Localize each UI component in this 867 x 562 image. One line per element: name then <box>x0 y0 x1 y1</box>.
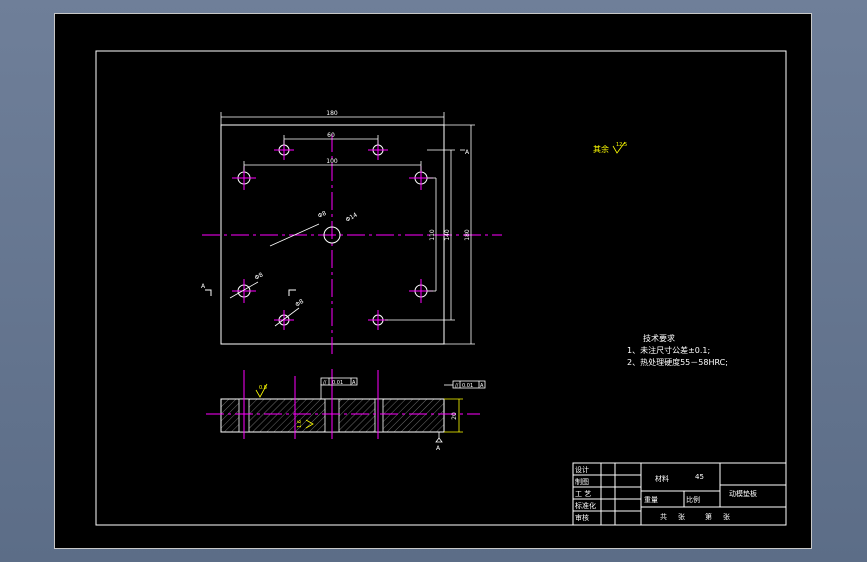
thickness-dimension <box>444 398 463 433</box>
dim-dia-center: Φ14 <box>345 211 359 223</box>
tb-scale: 比例 <box>686 495 700 504</box>
tech-title: 技术要求 <box>643 333 675 343</box>
section-view: 20 A // 0.01 A // 0.01 A <box>206 369 486 452</box>
gdt-frame-2: // 0.01 A <box>444 380 486 389</box>
tb-sheet-unit: 张 <box>678 512 685 521</box>
svg-text:A: A <box>480 383 484 389</box>
tb-draw: 制图 <box>575 477 589 486</box>
gdt-frame-1: // 0.01 A <box>320 377 358 399</box>
dim-top-width: 180 <box>326 110 338 117</box>
roughness-side-value: 0.8 <box>259 385 267 391</box>
datum-symbol <box>435 432 443 443</box>
svg-text:A: A <box>352 380 356 386</box>
tb-weight: 重量 <box>644 496 658 504</box>
dim-inner-height-1: 140 <box>444 229 451 241</box>
dim-dia-hole-b: Φ8 <box>254 271 265 281</box>
svg-text://: // <box>455 383 459 389</box>
tb-design: 设计 <box>575 465 589 474</box>
title-block: 设计 制图 工 艺 标准化 审核 材料 45 重量 比例 共 张 第 张 动模垫… <box>572 462 787 526</box>
roughness-mid-value: 1.6 <box>297 420 303 428</box>
drawing-canvas[interactable]: 180 60 100 180 140 110 Φ14 Φ8 Φ8 Φ8 A A <box>55 14 813 550</box>
svg-text://: // <box>323 380 327 386</box>
svg-text:0.01: 0.01 <box>462 383 473 389</box>
section-centerlines <box>206 369 480 439</box>
roughness-side-symbol <box>255 383 268 398</box>
sheet-frame <box>95 50 787 526</box>
tb-review: 审核 <box>575 513 589 522</box>
section-label-right: A <box>465 149 470 156</box>
tb-part-name: 动模垫板 <box>729 489 757 498</box>
roughness-mid-symbol <box>305 419 314 429</box>
tb-page: 第 <box>705 512 712 521</box>
center-hole <box>323 226 341 244</box>
dim-hole-span-top: 60 <box>327 132 335 139</box>
tb-page-unit: 张 <box>723 512 730 521</box>
tb-material-label: 材料 <box>655 474 669 483</box>
dim-hole-span-mid: 100 <box>326 158 338 165</box>
dimension-lines <box>220 112 475 345</box>
dim-thickness: 20 <box>451 412 458 420</box>
plan-view: 180 60 100 180 140 110 Φ14 Φ8 Φ8 Φ8 A A <box>201 110 502 354</box>
dim-right-height: 180 <box>464 229 471 241</box>
tech-line-2: 2、热处理硬度55－58HRC; <box>627 357 728 367</box>
roughness-rest-note: 其余 12.5 <box>593 141 627 154</box>
tb-standard: 标准化 <box>575 501 596 510</box>
datum-label: A <box>436 445 441 452</box>
roughness-rest-value: 12.5 <box>616 142 627 148</box>
section-markers <box>205 289 296 296</box>
dim-dia-hole-c: Φ8 <box>294 298 305 309</box>
dim-inner-height-2: 110 <box>429 229 436 241</box>
tb-process: 工 艺 <box>575 490 591 498</box>
tech-line-1: 1、未注尺寸公差±0.1; <box>627 345 710 355</box>
tb-total: 共 <box>660 512 667 521</box>
section-label-left: A <box>201 283 206 290</box>
tb-material-value: 45 <box>695 473 704 481</box>
roughness-rest-label: 其余 <box>593 144 609 154</box>
cad-viewport[interactable]: 180 60 100 180 140 110 Φ14 Φ8 Φ8 Φ8 A A <box>54 13 812 549</box>
svg-text:0.01: 0.01 <box>332 380 343 386</box>
tech-requirements: 技术要求 1、未注尺寸公差±0.1; 2、热处理硬度55－58HRC; <box>627 333 728 367</box>
dim-dia-hole-a: Φ8 <box>317 210 328 220</box>
